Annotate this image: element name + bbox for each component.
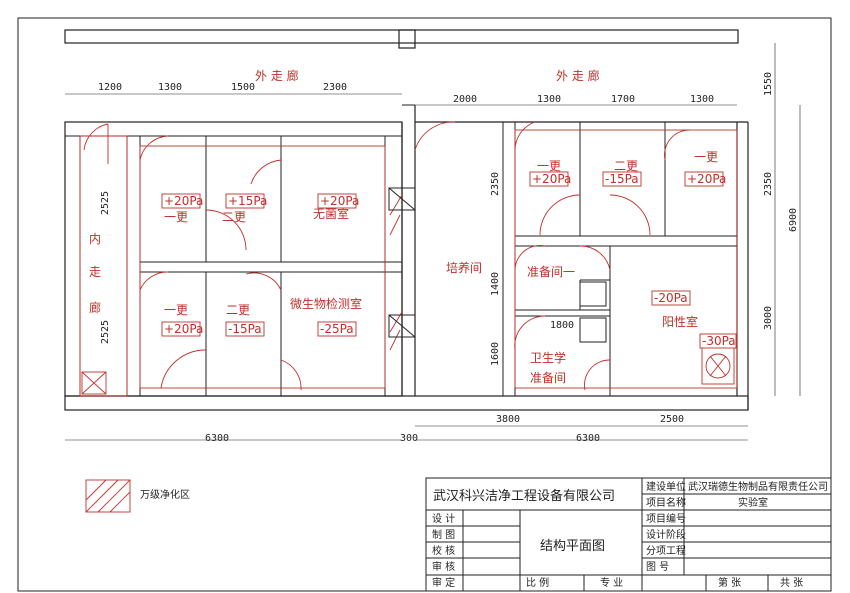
dim-top-right-1: 2000 (453, 94, 477, 105)
field-label-project-no: 项目编号 (646, 512, 686, 525)
dim-inner-3: 1600 (490, 342, 501, 366)
total-sheets-label: 共 张 (780, 577, 803, 589)
dim-top-right-2: 1300 (537, 94, 561, 105)
inner-corridor-char-1: 内 (89, 232, 101, 246)
role-draft: 制 图 (432, 528, 455, 541)
role-design: 设 计 (432, 512, 455, 525)
room-hygiene-line2: 准备间 (530, 371, 566, 385)
dim-top-left-4: 2300 (323, 82, 347, 93)
field-label-client: 建设单位 (646, 480, 686, 493)
discipline-label: 专 业 (600, 576, 623, 589)
dim-top-left-3: 1500 (231, 82, 255, 93)
room-r3-name: 一更 (694, 150, 718, 164)
room-hygiene-line1: 卫生学 (530, 350, 566, 365)
sheet-label: 第 张 (718, 576, 741, 589)
field-label-drawing-no: 图 号 (646, 561, 669, 573)
scale-label: 比 例 (526, 576, 549, 589)
room-l3-pressure: +20Pa (164, 322, 203, 336)
room-r1-name: 一更 (537, 159, 561, 173)
top-wall-pier (398, 29, 416, 49)
room-l4-pressure: -15Pa (228, 322, 262, 336)
legend-label: 万级净化区 (140, 488, 190, 501)
dim-left-1: 2525 (100, 191, 111, 215)
outer-corridor-right-label: 外 走 廊 (556, 68, 600, 83)
dim-right-3: 3000 (763, 306, 774, 330)
room-sterile-pressure: +20Pa (320, 194, 359, 208)
top-outer-wall (64, 29, 739, 44)
dim-bottom-gap: 300 (400, 433, 418, 444)
role-check: 校 核 (432, 544, 455, 557)
dim-inner-1: 2350 (490, 172, 501, 196)
door-swings (83, 121, 691, 391)
outer-corridor-left-label: 外 走 廊 (255, 68, 299, 83)
room-l1-name: 一更 (164, 210, 188, 224)
field-value-client: 武汉瑞德生物制品有限责任公司 (688, 480, 828, 493)
field-label-subproject: 分项工程 (646, 545, 686, 557)
room-r1-pressure: +20Pa (532, 172, 571, 186)
dimension-lines (65, 43, 801, 441)
dim-top-left-2: 1300 (158, 82, 182, 93)
company-name: 武汉科兴洁净工程设备有限公司 (433, 488, 615, 504)
dim-top-right-3: 1700 (611, 94, 635, 105)
dim-top-left-1: 1200 (98, 82, 122, 93)
room-prep1-name: 准备间一 (527, 265, 575, 279)
inner-corridor-char-2: 走 (89, 265, 101, 279)
room-sterile-name: 无菌室 (313, 206, 349, 221)
dim-bottom-right-total: 6300 (576, 433, 600, 444)
pass-box-markers (388, 187, 607, 343)
drawing-title: 结构平面图 (540, 539, 605, 554)
drawing-border (17, 17, 832, 592)
dim-bottom-left-total: 6300 (205, 433, 229, 444)
room-l2-pressure: +15Pa (228, 194, 267, 208)
room-l3-name: 一更 (164, 303, 188, 317)
room-r2-pressure: -15Pa (605, 172, 639, 186)
clean-zone-outlines (79, 129, 738, 397)
room-l2-name: 二更 (222, 210, 246, 224)
room-l4-name: 二更 (226, 303, 250, 317)
floor-drain-icon (81, 371, 107, 395)
hatch-pressure: -30Pa (702, 334, 736, 348)
dim-inner-4: 1800 (550, 320, 574, 331)
room-micro-pressure: -25Pa (320, 322, 354, 336)
dim-right-2: 2350 (763, 172, 774, 196)
field-label-project: 项目名称 (646, 496, 686, 509)
dim-right-1: 1550 (763, 72, 774, 96)
room-r3-pressure: +20Pa (687, 172, 726, 186)
room-positive-name: 阳性室 (662, 314, 698, 329)
role-approve: 审 定 (432, 576, 455, 589)
dim-bottom-right-part-1: 3800 (496, 414, 520, 425)
dim-left-2: 2525 (100, 320, 111, 344)
room-positive-pressure: -20Pa (654, 291, 688, 305)
dim-top-right-4: 1300 (690, 94, 714, 105)
building-walls (64, 104, 749, 411)
field-value-project: 实验室 (738, 496, 768, 509)
room-culture-name: 培养间 (446, 260, 482, 275)
dim-right-total: 6900 (788, 208, 799, 232)
room-l1-pressure: +20Pa (164, 194, 203, 208)
dim-inner-2: 1400 (490, 272, 501, 296)
legend-hatch-swatch (85, 479, 131, 513)
role-review: 审 核 (432, 560, 455, 573)
room-micro-name: 微生物检测室 (290, 296, 362, 311)
dim-bottom-right-part-2: 2500 (660, 414, 684, 425)
room-r2-name: 二更 (614, 159, 638, 173)
field-label-stage: 设计阶段 (646, 528, 686, 541)
inner-corridor-char-3: 廊 (89, 300, 101, 315)
title-block-grid (425, 477, 832, 592)
